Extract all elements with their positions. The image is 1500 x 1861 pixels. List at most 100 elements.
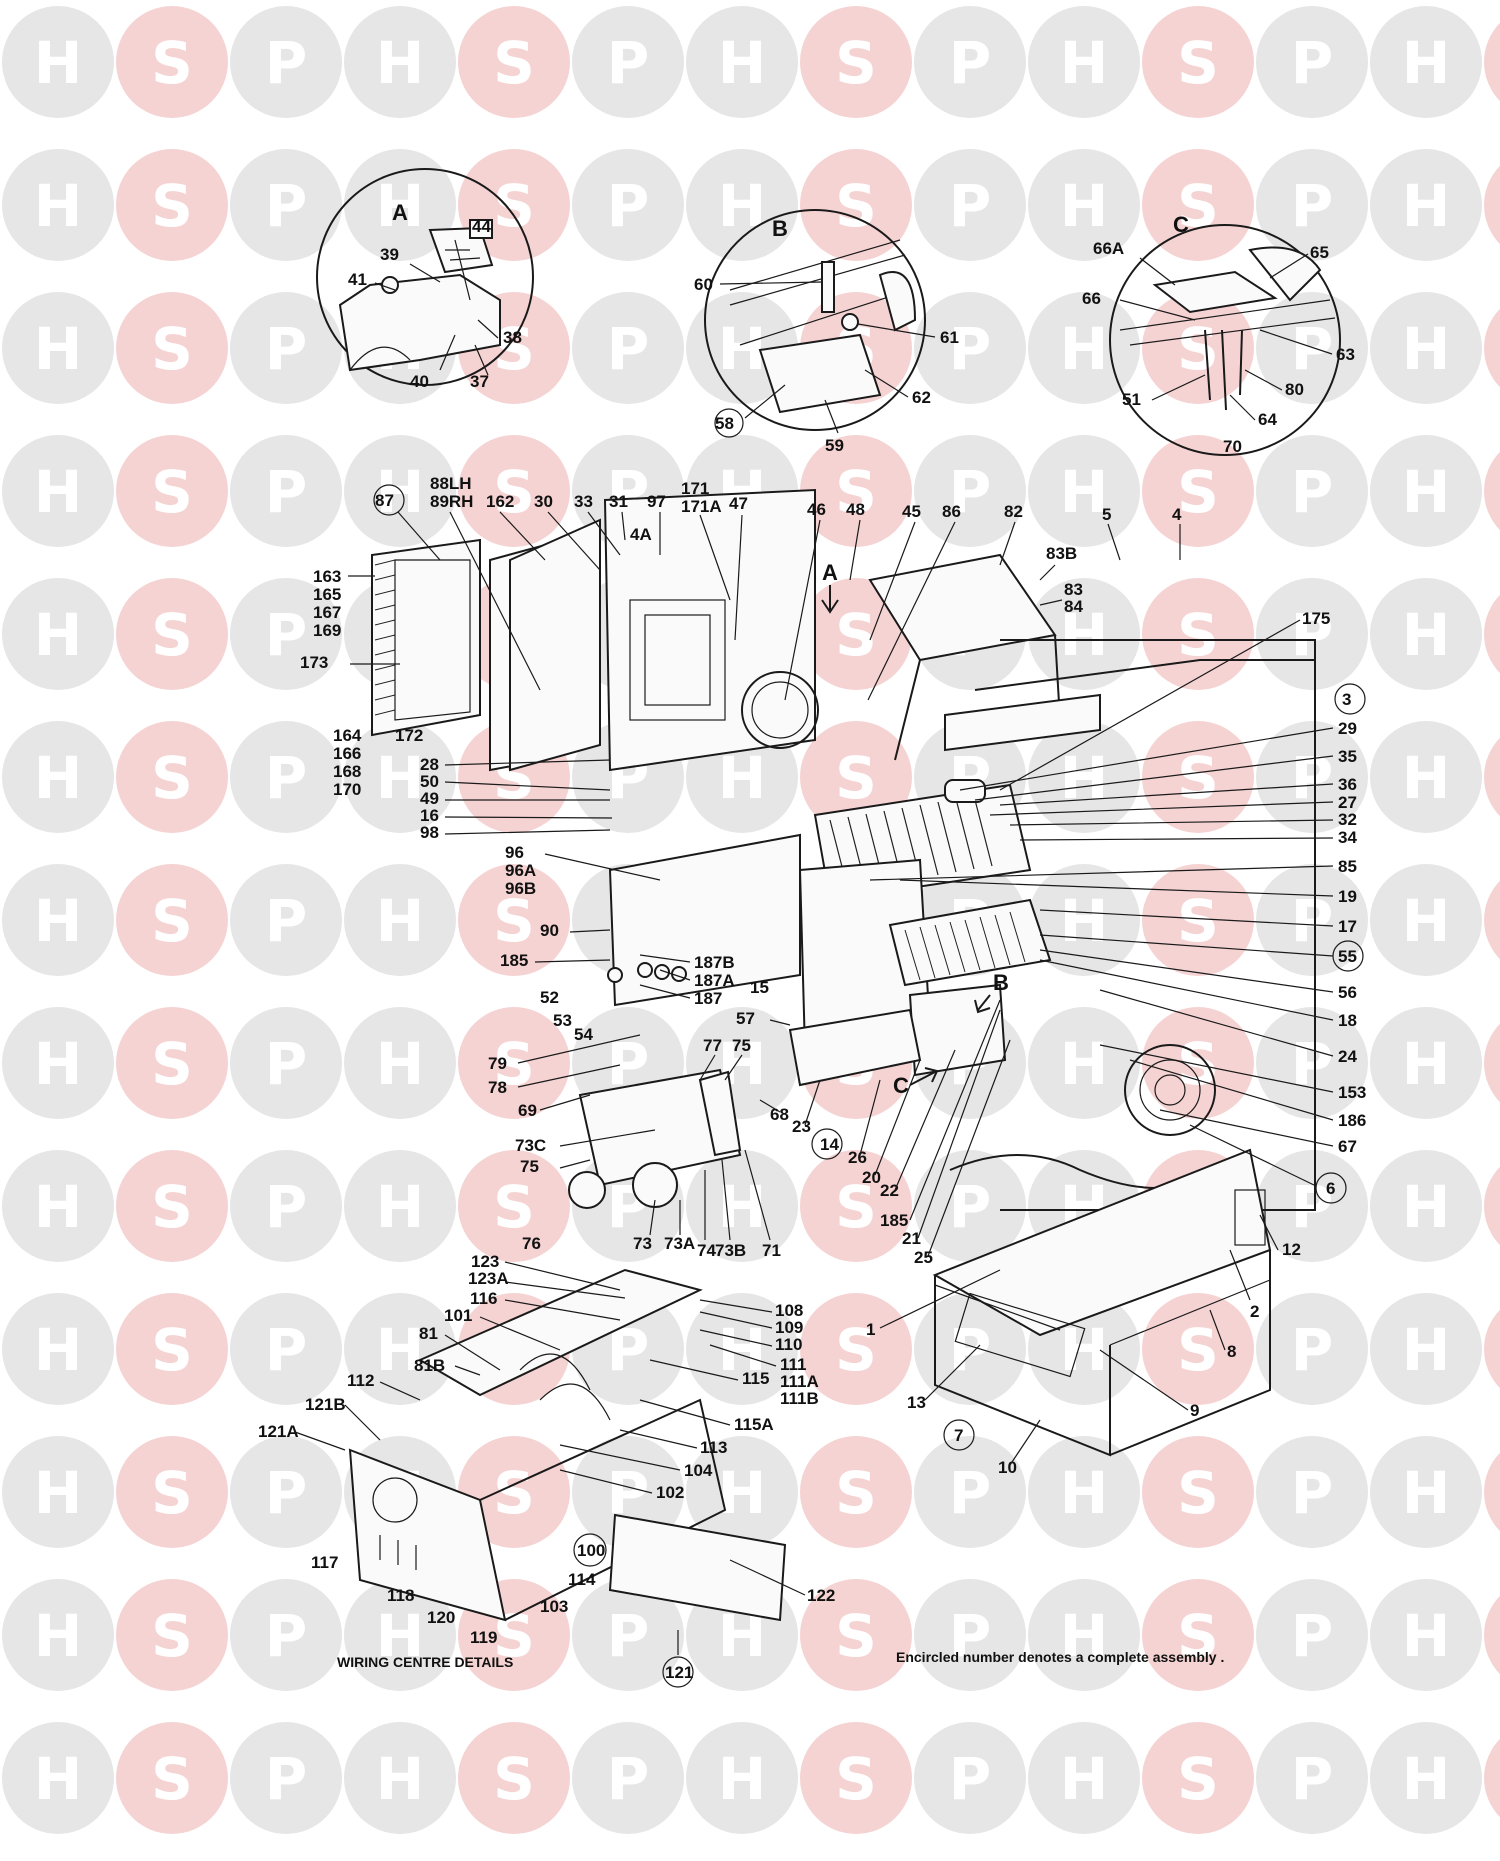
watermark-circle [116,6,228,118]
callout-80: 80 [1285,380,1304,399]
callout-8: 8 [1227,1342,1236,1361]
watermark-letter: H [1402,1316,1451,1384]
watermark-circle [344,6,456,118]
callout-75: 75 [732,1036,751,1055]
watermark-circle [116,864,228,976]
callout-56: 56 [1338,983,1357,1002]
watermark-circle [2,1579,114,1691]
watermark-letter: P [607,315,650,383]
callout-111A: 111A [780,1372,819,1391]
watermark-circle [1484,22,1500,102]
watermark-circle [914,1150,1026,1262]
watermark-circle [1142,149,1254,261]
callout-185b: 185 [880,1211,908,1230]
watermark-circle [914,149,1026,261]
callout-18: 18 [1338,1011,1357,1030]
inset-c-title: C [1173,212,1189,237]
watermark-circle [1484,737,1500,817]
callout-163: 163 [313,567,341,586]
watermark-letter: S [151,458,193,526]
callout-45: 45 [902,502,921,521]
callout-68: 68 [770,1105,789,1124]
watermark-circle [1028,1436,1140,1548]
callout-81B: 81B [414,1356,445,1375]
watermark-letter: S [493,1173,535,1241]
callout-36: 36 [1338,775,1357,794]
watermark-circle [686,1150,798,1262]
callout-169: 169 [313,621,341,640]
watermark-circle [1370,1579,1482,1691]
inset-a-title: A [392,200,408,225]
callout-173: 173 [300,653,328,672]
callout-167: 167 [313,603,341,622]
watermark-circle [1484,880,1500,960]
watermark-circle [1370,1150,1482,1262]
watermark-circle [344,435,456,547]
callout-77: 77 [703,1036,722,1055]
callout-74: 74 [697,1241,716,1260]
watermark-letter: H [718,744,767,812]
callout-9: 9 [1190,1401,1199,1420]
watermark-circle [116,1436,228,1548]
watermark-circle [1484,1595,1500,1675]
watermark-letter: P [949,315,992,383]
watermark-circle [116,1150,228,1262]
view-arrows: A B C [821,560,1009,1098]
watermark-letter: S [151,1316,193,1384]
watermark-letter: S [1177,1602,1219,1670]
callout-76: 76 [522,1234,541,1253]
watermark-circle [1028,721,1140,833]
watermark-circle [344,149,456,261]
callout-61: 61 [940,328,959,347]
callout-24: 24 [1338,1047,1357,1066]
watermark-circle [1142,6,1254,118]
callouts-left-side: 163 165 167 169 173 164 166 168 170 172 … [300,567,791,1044]
watermark-letter: H [1402,887,1451,955]
callout-82: 82 [1004,502,1023,521]
watermark-letter: H [1402,172,1451,240]
watermark-letter: P [949,29,992,97]
inset-a-detail: A 44 39 41 38 40 37 [316,168,534,391]
callout-47: 47 [729,494,748,513]
watermark-letter: H [718,29,767,97]
watermark-circle [800,1150,912,1262]
watermark-letter: H [718,1745,767,1813]
callout-7: 7 [954,1426,963,1445]
watermark-letter: H [1060,1602,1109,1670]
callout-67: 67 [1338,1137,1357,1156]
callout-13: 13 [907,1393,926,1412]
watermark-letter: H [1402,1745,1451,1813]
watermark-letter: P [265,29,308,97]
callout-21: 21 [902,1229,921,1248]
watermark-circle [230,435,342,547]
watermark-circle [1142,1007,1254,1119]
watermark-circle [2,1722,114,1834]
watermark-letter: P [1291,1602,1334,1670]
watermark-circle [2,578,114,690]
watermark-circle [344,1150,456,1262]
watermark-circle [1484,594,1500,674]
callout-15: 15 [750,978,769,997]
callout-187B: 187B [694,953,735,972]
watermark-letter: S [493,458,535,526]
watermark-letter: S [835,1602,877,1670]
watermark-circle [800,1436,912,1548]
watermark-letter: H [376,1030,425,1098]
watermark-letter: P [949,458,992,526]
callout-81: 81 [419,1324,438,1343]
watermark-circle [230,149,342,261]
watermark-letter: S [1177,744,1219,812]
callout-96A: 96A [505,861,536,880]
callout-164: 164 [333,726,362,745]
callout-58: 58 [715,414,734,433]
watermark-circle [572,1722,684,1834]
callout-35: 35 [1338,747,1357,766]
callout-12: 12 [1282,1240,1301,1259]
callout-73C: 73C [515,1136,546,1155]
callout-33: 33 [574,492,593,511]
arrow-b-label: B [993,970,1009,995]
watermark-circle [1028,149,1140,261]
watermark-letter: S [1177,1316,1219,1384]
watermark-letter: H [376,172,425,240]
